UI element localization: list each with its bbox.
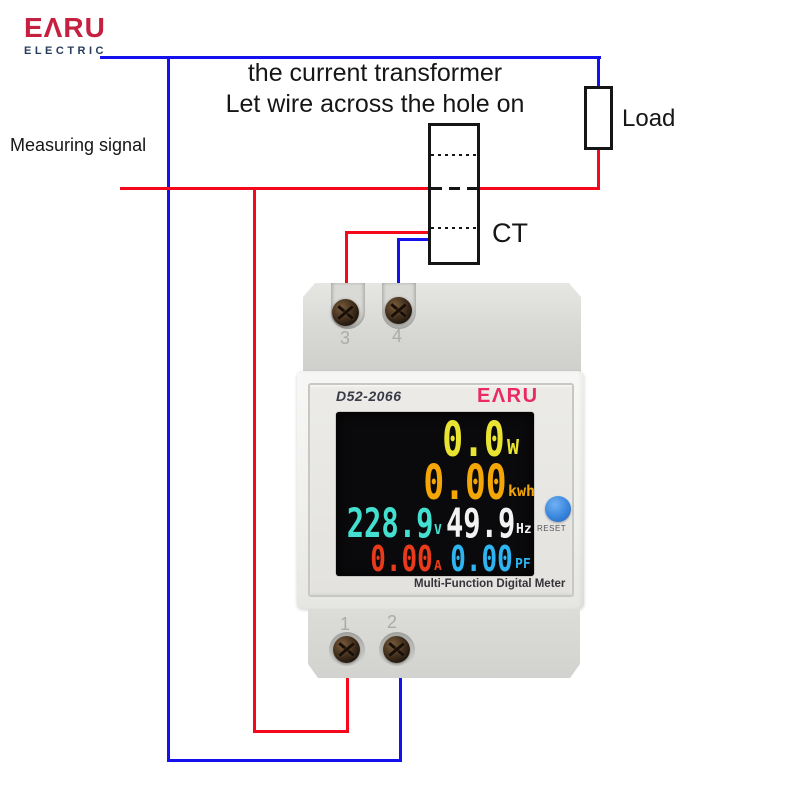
- meter-lcd-display: 0.0 W 0.00 kwh 228.9 V 49.9 Hz 0.00 A 0.…: [336, 412, 536, 580]
- voltage-value: 228.9: [346, 501, 433, 547]
- live-wire-bottom-horizontal: [253, 730, 349, 733]
- load-label: Load: [622, 105, 676, 132]
- energy-unit: kwh: [508, 482, 536, 500]
- terminal-4-screw: [385, 297, 412, 324]
- terminal-3-screw: [332, 299, 359, 326]
- neutral-wire-to-terminal-2: [399, 677, 402, 762]
- meter-caption: Multi-Function Digital Meter: [414, 578, 566, 590]
- ct-divider-top: [431, 154, 477, 156]
- ct-secondary-blue-horizontal: [397, 238, 431, 241]
- ct-label: CT: [492, 218, 528, 248]
- terminal-4-number: 4: [392, 326, 403, 346]
- neutral-wire-left-vertical: [167, 56, 170, 762]
- power-unit: W: [507, 435, 520, 459]
- load-box: [584, 86, 613, 150]
- terminal-2-number: 2: [387, 612, 398, 632]
- terminal-1-screw: [333, 636, 360, 663]
- current-value: 0.00: [370, 539, 433, 580]
- diagram-title-line1: the current transformer: [247, 59, 503, 87]
- measuring-signal-label: Measuring signal: [10, 135, 147, 155]
- power-factor-value: 0.00: [450, 539, 513, 580]
- ct-divider-bottom: [431, 227, 477, 229]
- energy-value: 0.00: [423, 455, 507, 511]
- live-wire-main-horizontal-left: [120, 187, 428, 190]
- brand-logo: EΛRU ELECTRIC: [24, 12, 107, 57]
- live-wire-main-horizontal-right: [480, 187, 600, 190]
- meter-model-number: D52-2066: [336, 388, 402, 404]
- neutral-wire-bottom-horizontal: [167, 759, 402, 762]
- voltage-unit: V: [434, 523, 442, 538]
- ct-secondary-red-to-terminal-3: [345, 231, 348, 285]
- neutral-wire-top-horizontal: [100, 56, 601, 59]
- terminal-1-number: 1: [340, 614, 351, 634]
- diagram-title-line2: Let wire across the hole on: [225, 90, 525, 118]
- current-transformer-box: [428, 123, 480, 265]
- live-wire-to-terminal-1: [346, 677, 349, 733]
- brand-logo-subtitle: ELECTRIC: [24, 45, 107, 57]
- diagram-title: the current transformer Let wire across …: [180, 58, 570, 120]
- terminal-2-screw: [383, 636, 410, 663]
- frequency-unit: Hz: [516, 522, 532, 537]
- reset-button-label: RESET: [537, 524, 567, 533]
- neutral-wire-to-load: [597, 56, 600, 89]
- reset-button: [545, 496, 571, 522]
- meter-brand-logo: EΛRU: [477, 385, 539, 407]
- ct-secondary-red-horizontal: [345, 231, 431, 234]
- ct-wire-pass-through-dashed: [431, 187, 477, 190]
- power-value: 0.0: [442, 412, 505, 468]
- meter-top-terminal-block: [303, 283, 581, 373]
- current-unit: A: [434, 559, 442, 574]
- ct-secondary-blue-to-terminal-4: [397, 238, 400, 285]
- frequency-value: 49.9: [445, 501, 515, 547]
- live-wire-branch-vertical: [253, 187, 256, 733]
- live-wire-from-load: [597, 149, 600, 190]
- power-factor-unit: PF: [515, 557, 531, 572]
- terminal-3-number: 3: [340, 328, 351, 348]
- brand-logo-text: EΛRU: [24, 12, 106, 43]
